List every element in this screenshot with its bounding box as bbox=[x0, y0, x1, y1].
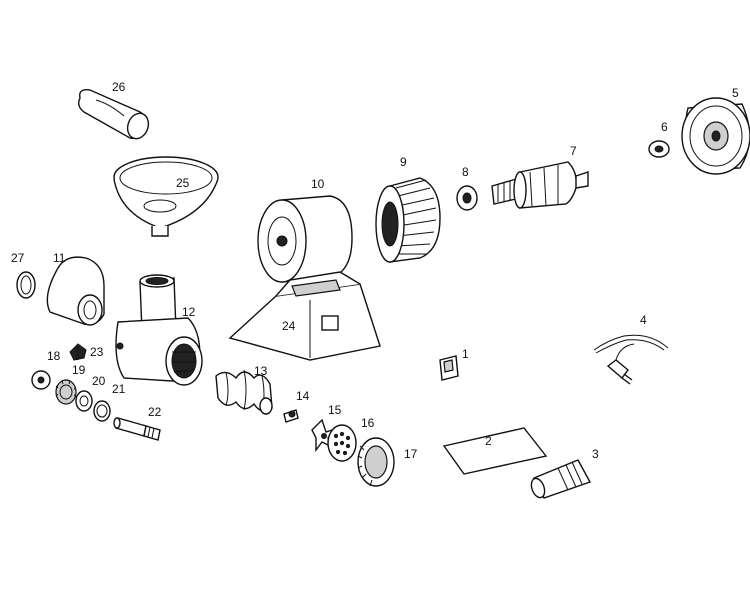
capacitor: 3 bbox=[530, 447, 599, 499]
nut-18: 18 bbox=[31, 349, 61, 390]
label-2: 2 bbox=[485, 434, 492, 448]
label-14: 14 bbox=[296, 389, 310, 403]
label-15: 15 bbox=[328, 403, 342, 417]
label-3: 3 bbox=[592, 447, 599, 461]
label-27: 27 bbox=[11, 251, 25, 265]
washer-6: 6 bbox=[648, 120, 670, 158]
washer-20: 20 bbox=[75, 374, 106, 412]
label-23: 23 bbox=[90, 345, 104, 359]
worm-screw: 13 bbox=[215, 364, 273, 415]
shaft-22: 22 bbox=[113, 405, 162, 441]
stator: 9 bbox=[375, 155, 441, 263]
label-13: 13 bbox=[254, 364, 268, 378]
label-18: 18 bbox=[47, 349, 61, 363]
ring-27: 27 bbox=[11, 251, 36, 299]
switch: 1 bbox=[439, 347, 469, 381]
label-12: 12 bbox=[182, 305, 196, 319]
label-21: 21 bbox=[112, 382, 126, 396]
label-1: 1 bbox=[462, 347, 469, 361]
screw-23: 23 bbox=[69, 343, 104, 361]
label-26: 26 bbox=[112, 80, 126, 94]
motor-housing: 10 bbox=[257, 177, 353, 283]
label-20: 20 bbox=[92, 374, 106, 388]
label-9: 9 bbox=[400, 155, 407, 169]
label-17: 17 bbox=[404, 447, 418, 461]
food-pusher: 26 bbox=[77, 80, 150, 140]
screw-14: 14 bbox=[283, 389, 310, 423]
rear-cover: 5 bbox=[681, 86, 750, 175]
label-6: 6 bbox=[661, 120, 668, 134]
hopper-tray: 25 bbox=[113, 156, 219, 237]
power-cord: 4 bbox=[593, 313, 669, 385]
ring-21: 21 bbox=[93, 382, 126, 422]
label-22: 22 bbox=[148, 405, 162, 419]
label-16: 16 bbox=[361, 416, 375, 430]
rotor: 7 bbox=[491, 144, 589, 209]
label-4: 4 bbox=[640, 313, 647, 327]
gear-19: 19 bbox=[55, 363, 86, 405]
label-7: 7 bbox=[570, 144, 577, 158]
grinder-head: 12 bbox=[115, 274, 203, 386]
front-cover: 11 bbox=[46, 251, 105, 326]
instruction-sheet: 2 bbox=[442, 427, 548, 475]
label-11: 11 bbox=[53, 251, 66, 265]
motor-base: 24 bbox=[228, 271, 381, 361]
label-24: 24 bbox=[282, 319, 296, 333]
label-19: 19 bbox=[72, 363, 86, 377]
label-5: 5 bbox=[732, 86, 739, 100]
label-8: 8 bbox=[462, 165, 469, 179]
ring-nut: 17 bbox=[357, 437, 418, 487]
label-10: 10 bbox=[311, 177, 325, 191]
bearing: 8 bbox=[456, 165, 478, 211]
cutting-plate: 16 bbox=[327, 416, 375, 462]
label-25: 25 bbox=[176, 176, 190, 190]
